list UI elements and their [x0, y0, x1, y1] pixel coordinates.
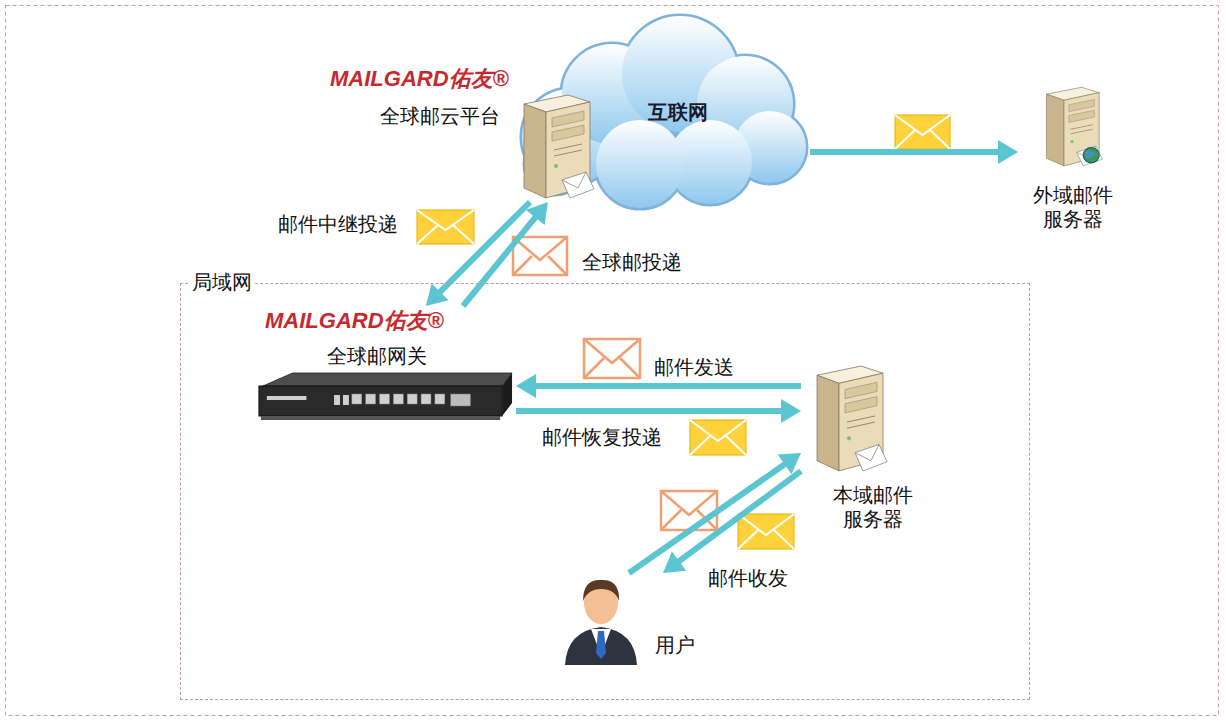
user-icon [561, 573, 641, 665]
orange-envelope [584, 339, 640, 378]
edge-label: 邮件恢复投递 [540, 425, 664, 449]
local-mail-server-icon [809, 363, 889, 475]
yellow-envelope [895, 115, 950, 149]
flow-arrow [629, 453, 801, 573]
yellow-envelope [417, 210, 474, 244]
flow-arrow [810, 140, 1018, 164]
local-mail-server: 本域邮件 服务器 [801, 361, 936, 546]
arrow-line [516, 408, 783, 414]
node-label: 外域邮件 服务器 [1023, 183, 1123, 231]
yellow-envelope [690, 420, 746, 455]
external-mail-server: 外域邮件 服务器 [1018, 85, 1128, 245]
node-label: 全球邮云平台 [380, 104, 500, 128]
mail-gateway: MAILGARD佑友® 全球邮网关 [251, 306, 516, 431]
flow-arrow [516, 399, 801, 423]
arrow-line [629, 463, 786, 573]
flow-arrow [663, 471, 801, 573]
arrow-line [677, 471, 801, 562]
mail-gateway-icon [253, 370, 515, 430]
node-label: 局域网 [189, 270, 255, 294]
cloud-platform-server: MAILGARD佑友® 全球邮云平台 [330, 62, 600, 202]
node-label: 用户 [655, 633, 695, 657]
arrow-head [426, 283, 449, 306]
edge-label: 邮件中继投递 [276, 212, 400, 236]
arrow-head [998, 140, 1018, 164]
arrow-line [463, 216, 537, 306]
node-label: 互联网 [648, 100, 708, 124]
lan-region: 局域网MAILGARD佑友®全球邮网关本域邮件 服务器用户 [180, 283, 1030, 700]
node-label: 全球邮网关 [327, 344, 427, 368]
edge-label: 邮件发送 [652, 355, 736, 379]
external-mail-server-icon [1040, 85, 1104, 169]
cloud-platform-server-icon [516, 92, 596, 202]
flow-arrow [463, 202, 548, 306]
orange-envelope [661, 491, 717, 530]
edge-label: 邮件收发 [706, 566, 790, 590]
brand-logo: MAILGARD佑友® [265, 308, 444, 334]
outer-frame [6, 6, 1219, 716]
arrow-head [526, 202, 548, 225]
arrow-head [663, 551, 686, 573]
node-label: 本域邮件 服务器 [823, 483, 923, 531]
brand-logo: MAILGARD佑友® [330, 66, 509, 92]
arrow-line [810, 149, 1000, 155]
edge-label: 全球邮投递 [580, 250, 684, 274]
user: 用户 [561, 573, 711, 665]
arrow-head [516, 374, 536, 398]
yellow-envelope [738, 514, 794, 549]
orange-envelope [513, 237, 567, 275]
arrow-line [534, 383, 801, 389]
arrow-head [781, 399, 801, 423]
